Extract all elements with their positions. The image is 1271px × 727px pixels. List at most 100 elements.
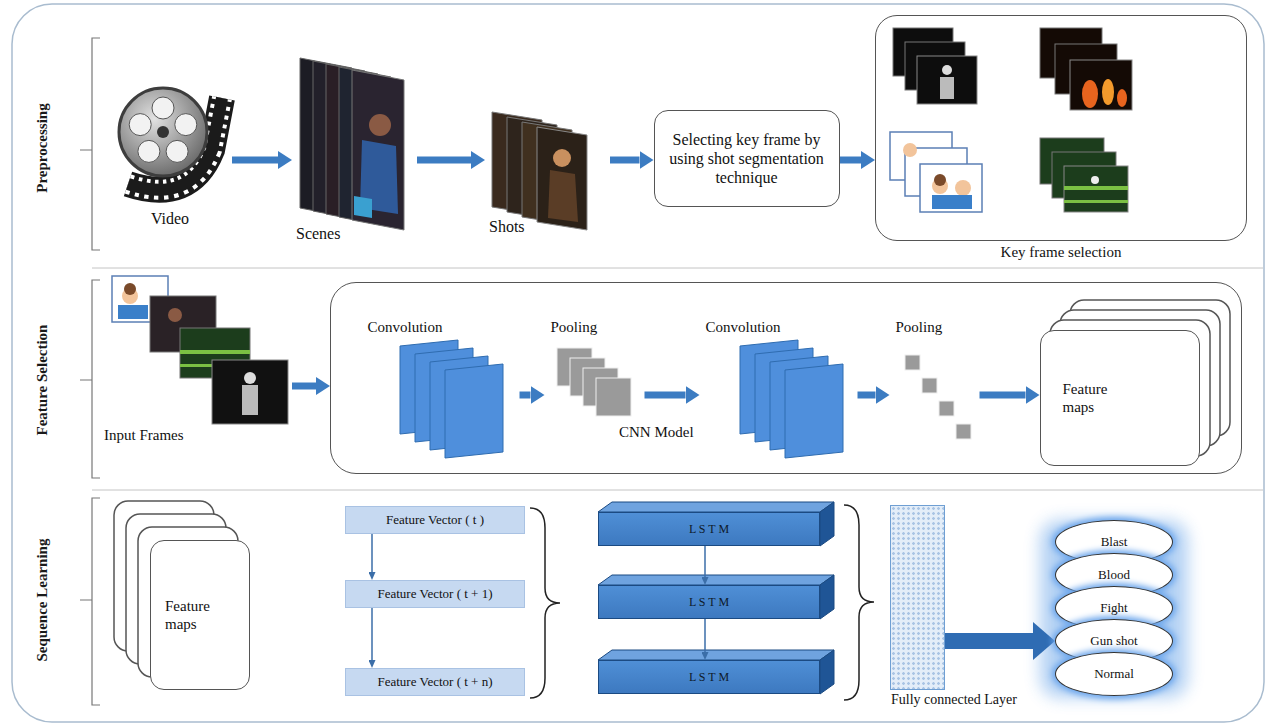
flow-arrow (292, 383, 316, 390)
band-bracket (80, 498, 100, 705)
flow-arrow (704, 619, 706, 652)
band-label-holder: Sequence Learning (33, 539, 51, 662)
band-label-holder: Preprocessing (33, 103, 51, 192)
thumb-stripe (1064, 200, 1128, 203)
convolution-layer: Convolution (362, 312, 520, 470)
frame-figure (244, 372, 256, 384)
keyframe-thumb (920, 164, 982, 212)
flow-arrow (371, 608, 373, 660)
scene-figure (369, 114, 391, 136)
conv-map (445, 364, 503, 458)
thumb-cartoon (955, 180, 971, 196)
keyframe-panel: Key frame selection (875, 15, 1247, 241)
thumb-flame (1117, 89, 1127, 107)
pool-map (905, 355, 920, 370)
class-output: Normal (1055, 652, 1173, 696)
node-text: Gun shot (1090, 633, 1137, 649)
frame-stripe (180, 350, 250, 354)
flow-arrow (232, 157, 278, 164)
lstm-cell: L S T M (598, 660, 820, 694)
keyframe-thumb (917, 56, 977, 104)
conv-map (785, 364, 843, 458)
node-text: Pooling (896, 318, 943, 336)
shots-stack: Shots (485, 110, 610, 240)
thumb-figure (940, 77, 954, 99)
node-text: Convolution (368, 318, 443, 336)
flow-arrow (610, 157, 640, 164)
lstm-top-face (598, 650, 834, 660)
band-bracket (80, 280, 100, 478)
frame-figure (242, 385, 258, 415)
thumb-figure (1091, 176, 1099, 184)
curly-brace (844, 505, 874, 700)
node-text: Feature Vector ( t ) (386, 512, 484, 528)
lstm-top-face (598, 575, 834, 585)
node-text: Feature maps (165, 597, 235, 633)
scene-frame (352, 70, 404, 230)
node-text: Blood (1098, 567, 1130, 583)
flow-arrow (371, 534, 373, 572)
node-text: L S T M (689, 595, 729, 609)
flow-arrow (945, 633, 1033, 649)
reel-hole (152, 97, 174, 119)
input-frames: Input Frames (100, 272, 292, 448)
frame-cartoon (118, 305, 148, 319)
thumb-cartoon (932, 195, 972, 209)
fully-connected-layer: Fully connected Layer (890, 505, 945, 690)
scene-detail (354, 196, 372, 218)
keyframe-thumb (1064, 166, 1128, 212)
pooling-layer: Pooling (890, 312, 980, 440)
flow-arrow (645, 392, 686, 399)
outer-frame (12, 4, 1264, 722)
flow-arrow (520, 392, 531, 399)
shot-figure (548, 170, 578, 222)
band-label: Feature Selection (33, 325, 51, 436)
band-label-holder: Feature Selection (33, 325, 51, 436)
shot-figure (553, 149, 571, 167)
band-label: Preprocessing (33, 103, 51, 192)
pool-map (956, 424, 971, 439)
pool-map (922, 378, 937, 393)
node-text: Normal (1094, 666, 1134, 682)
curly-brace (530, 508, 560, 698)
flow-arrow (704, 546, 706, 577)
thumb-flame (1082, 80, 1098, 108)
feature-vector: Feature Vector ( t + 1) (345, 580, 525, 608)
node-text: Blast (1101, 534, 1128, 550)
process-box: Selecting key frame by using shot segmen… (654, 110, 840, 207)
band-divider (92, 268, 1263, 269)
lstm-side-face (820, 502, 834, 546)
frame-cartoon (124, 283, 136, 295)
video-icon: Video (108, 88, 232, 230)
node-text: Fully connected Layer (891, 692, 1017, 709)
node-text: L S T M (689, 522, 729, 536)
thumb-figure (942, 65, 952, 75)
feature-vector: Feature Vector ( t ) (345, 506, 525, 534)
thumb-stripe (1064, 186, 1128, 190)
node-text: Input Frames (104, 426, 184, 444)
reel-hole (166, 140, 188, 162)
thumb-cartoon (903, 143, 917, 157)
reel-hub (157, 126, 169, 138)
lstm-cell: L S T M (598, 585, 820, 619)
pooling-layer: Pooling (545, 312, 645, 432)
thumb-flame (1102, 79, 1114, 105)
feature-vector: Feature Vector ( t + n) (345, 668, 525, 696)
band-label: Sequence Learning (33, 539, 51, 662)
lstm-top-face (598, 502, 834, 512)
node-text: L S T M (689, 670, 729, 684)
feature-map-card: Feature maps (150, 540, 250, 690)
reel-hole (138, 140, 160, 162)
reel-hole (129, 114, 151, 136)
node-text: Pooling (551, 318, 598, 336)
pool-map (596, 378, 631, 416)
feature-map-card: Feature maps (1040, 330, 1200, 466)
scenes-stack: Scenes (292, 55, 417, 247)
shot-frame (537, 127, 587, 230)
keyframe-thumb (1070, 60, 1132, 110)
lstm-side-face (820, 650, 834, 694)
film-reel (119, 88, 207, 176)
lstm-cell: L S T M (598, 512, 820, 546)
